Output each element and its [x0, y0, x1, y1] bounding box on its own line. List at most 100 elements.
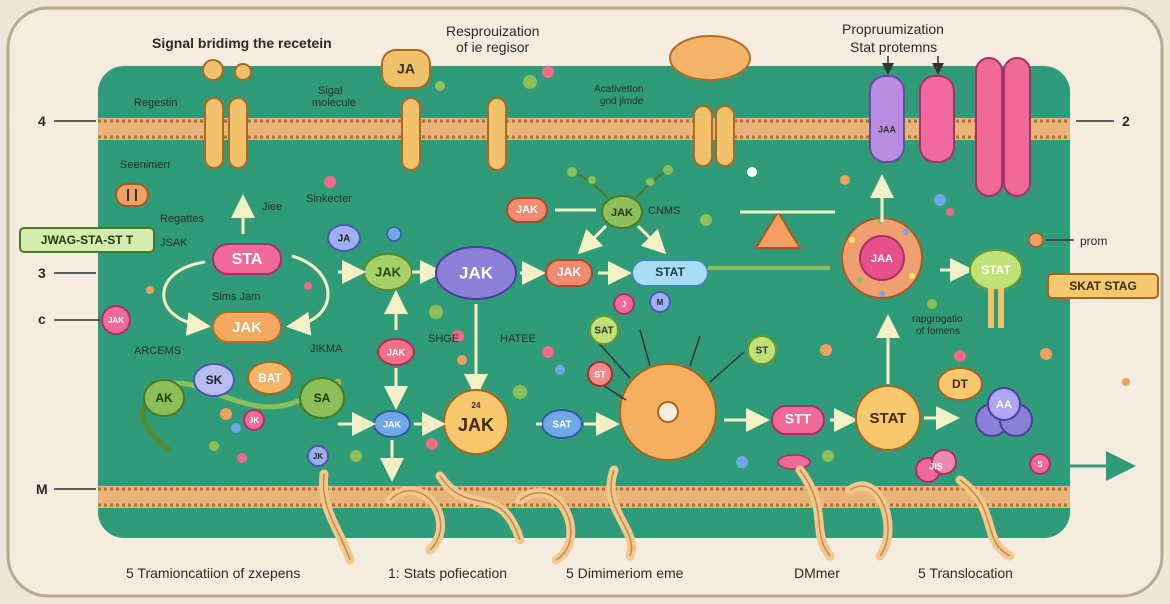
stt-label: STT	[785, 411, 812, 427]
ligand-blob	[669, 35, 751, 81]
rapgrogation-label-1: rapgrogatio	[912, 314, 963, 325]
jak-pink-dot: JAK	[101, 305, 131, 335]
stat-green-label: STAT	[981, 263, 1011, 277]
side-number-m: M	[36, 481, 48, 497]
j-molecule: J	[613, 293, 635, 315]
sta-label: STA	[232, 251, 263, 268]
scattered-particles	[146, 194, 1130, 468]
dimer-donut	[591, 329, 745, 461]
jak-blue-label: JAK	[383, 419, 402, 429]
st-top-label: ST	[756, 346, 769, 357]
ak-label: AK	[155, 391, 173, 405]
jak-branch-label: JAK	[611, 207, 633, 219]
st-molecule-left: ST	[587, 361, 613, 387]
bat-label: BAT	[258, 371, 282, 385]
triangle-marker	[740, 210, 835, 249]
jak-orange-1-label: JAK	[516, 204, 538, 216]
st-left-label: ST	[594, 369, 606, 379]
stt-molecule: STT	[771, 405, 825, 435]
translocation-strand-outlines	[322, 469, 1011, 561]
step-label-stats-pofiecation: 1: Stats pofiecation	[388, 565, 507, 581]
propro-label-line1: Propruumization	[842, 21, 944, 37]
propro-label-line2: Stat protemns	[850, 39, 937, 55]
ja-small-label: JA	[338, 234, 351, 245]
jk-molecule-red: JK	[243, 409, 265, 431]
receptor-mid: JA	[381, 49, 507, 171]
stat-protein-receptors: JAA	[869, 57, 1031, 197]
j-label: J	[622, 300, 626, 309]
nucleus-cluster: JAA	[841, 217, 923, 299]
s-label: S	[1037, 460, 1043, 469]
jak-center-label: JAK	[459, 263, 494, 282]
sat-blue-label: SAT	[552, 420, 571, 431]
m-label: M	[657, 298, 664, 307]
num-24-label: 24	[472, 401, 481, 410]
jak-red-label: JAK	[387, 347, 406, 357]
jak-bottom-molecule: 24 JAK	[443, 389, 509, 455]
signal-molecule-label-2: molecule	[312, 97, 356, 109]
step-label-transcription: 5 Tramioncatiion of zxepens	[126, 565, 300, 581]
jaa-label: JAA	[871, 253, 893, 265]
jikma-label: JIKMA	[310, 343, 343, 355]
jak-bottom-label: JAK	[458, 415, 494, 435]
jak-pink-label: JAK	[108, 316, 124, 325]
right-tag-label: SKAT STAG	[1069, 279, 1137, 293]
jak-red-molecule: JAK	[377, 338, 415, 366]
cycle-arrow-right	[286, 254, 330, 336]
jak-orange-molecule-2: JAK	[545, 259, 593, 287]
stat-bar-label: STAT	[655, 265, 685, 279]
cytoplasm-region	[98, 66, 1070, 538]
jak-branch-molecule: JAK	[567, 165, 673, 229]
prom-dot	[1028, 232, 1044, 248]
dot-blue	[231, 423, 241, 433]
side-number-3: 3	[38, 265, 46, 281]
regestin-label: Regestin	[134, 97, 177, 109]
side-number-4: 4	[38, 113, 46, 129]
ja-small-molecule: JA	[327, 224, 402, 252]
side-number-2: 2	[1122, 113, 1130, 129]
activation-label-2: gnd jlmde	[600, 96, 644, 107]
shge-label: SHGE	[428, 333, 459, 345]
step-label-translocation: 5 Translocation	[918, 565, 1013, 581]
jiee-label: Jiee	[262, 201, 282, 213]
sims-jam-label: Sims Jam	[212, 291, 260, 303]
seenimerr-label: Seenimerr	[120, 159, 171, 171]
side-number-c: c	[38, 311, 46, 327]
arcems-label: ARCEMS	[134, 345, 181, 357]
activation-label-1: Acativetton	[594, 84, 643, 95]
sat-blue-molecule: SAT	[541, 409, 583, 439]
sa-label: SA	[314, 391, 331, 405]
left-tag: JWAG-STA-ST T	[19, 227, 155, 253]
stt-small-blob	[777, 454, 811, 470]
signal-binding-label: Signal bridimg the recetein	[152, 35, 332, 51]
right-tag: SKAT STAG	[1047, 273, 1159, 299]
bat-molecule: BAT	[247, 361, 293, 395]
jsak-label: JSAK	[160, 237, 188, 249]
sat-label: SAT	[594, 326, 613, 337]
dot-orange	[220, 408, 232, 420]
receptor-left	[202, 59, 252, 169]
sta-molecule: STA	[212, 243, 282, 275]
sat-molecule: SAT	[589, 315, 619, 345]
jak-center-molecule: JAK	[435, 246, 517, 300]
st-molecule-top: ST	[747, 335, 777, 365]
ligand-dots	[324, 66, 850, 188]
ak-molecule: AK	[143, 379, 185, 417]
m-molecule: M	[649, 291, 671, 313]
ja-top-label: JA	[397, 61, 415, 77]
jk-red-label: JK	[249, 416, 259, 425]
respro-label-line1: Resprouization	[446, 23, 539, 39]
ii-pill	[115, 183, 149, 207]
arrow-branch-down-left	[577, 224, 608, 255]
bottom-membrane	[98, 486, 1070, 508]
step-label-dimer: DMmer	[794, 565, 840, 581]
jak-left-molecule: JAK	[212, 311, 282, 343]
arrow-branch-down-right	[636, 224, 667, 255]
sk-molecule: SK	[193, 363, 235, 397]
receptor-right-pair	[693, 105, 735, 167]
jak-green-molecule: JAK	[363, 253, 413, 291]
dt-molecule: DT	[937, 367, 983, 401]
regattes-label: Regattes	[160, 213, 205, 225]
